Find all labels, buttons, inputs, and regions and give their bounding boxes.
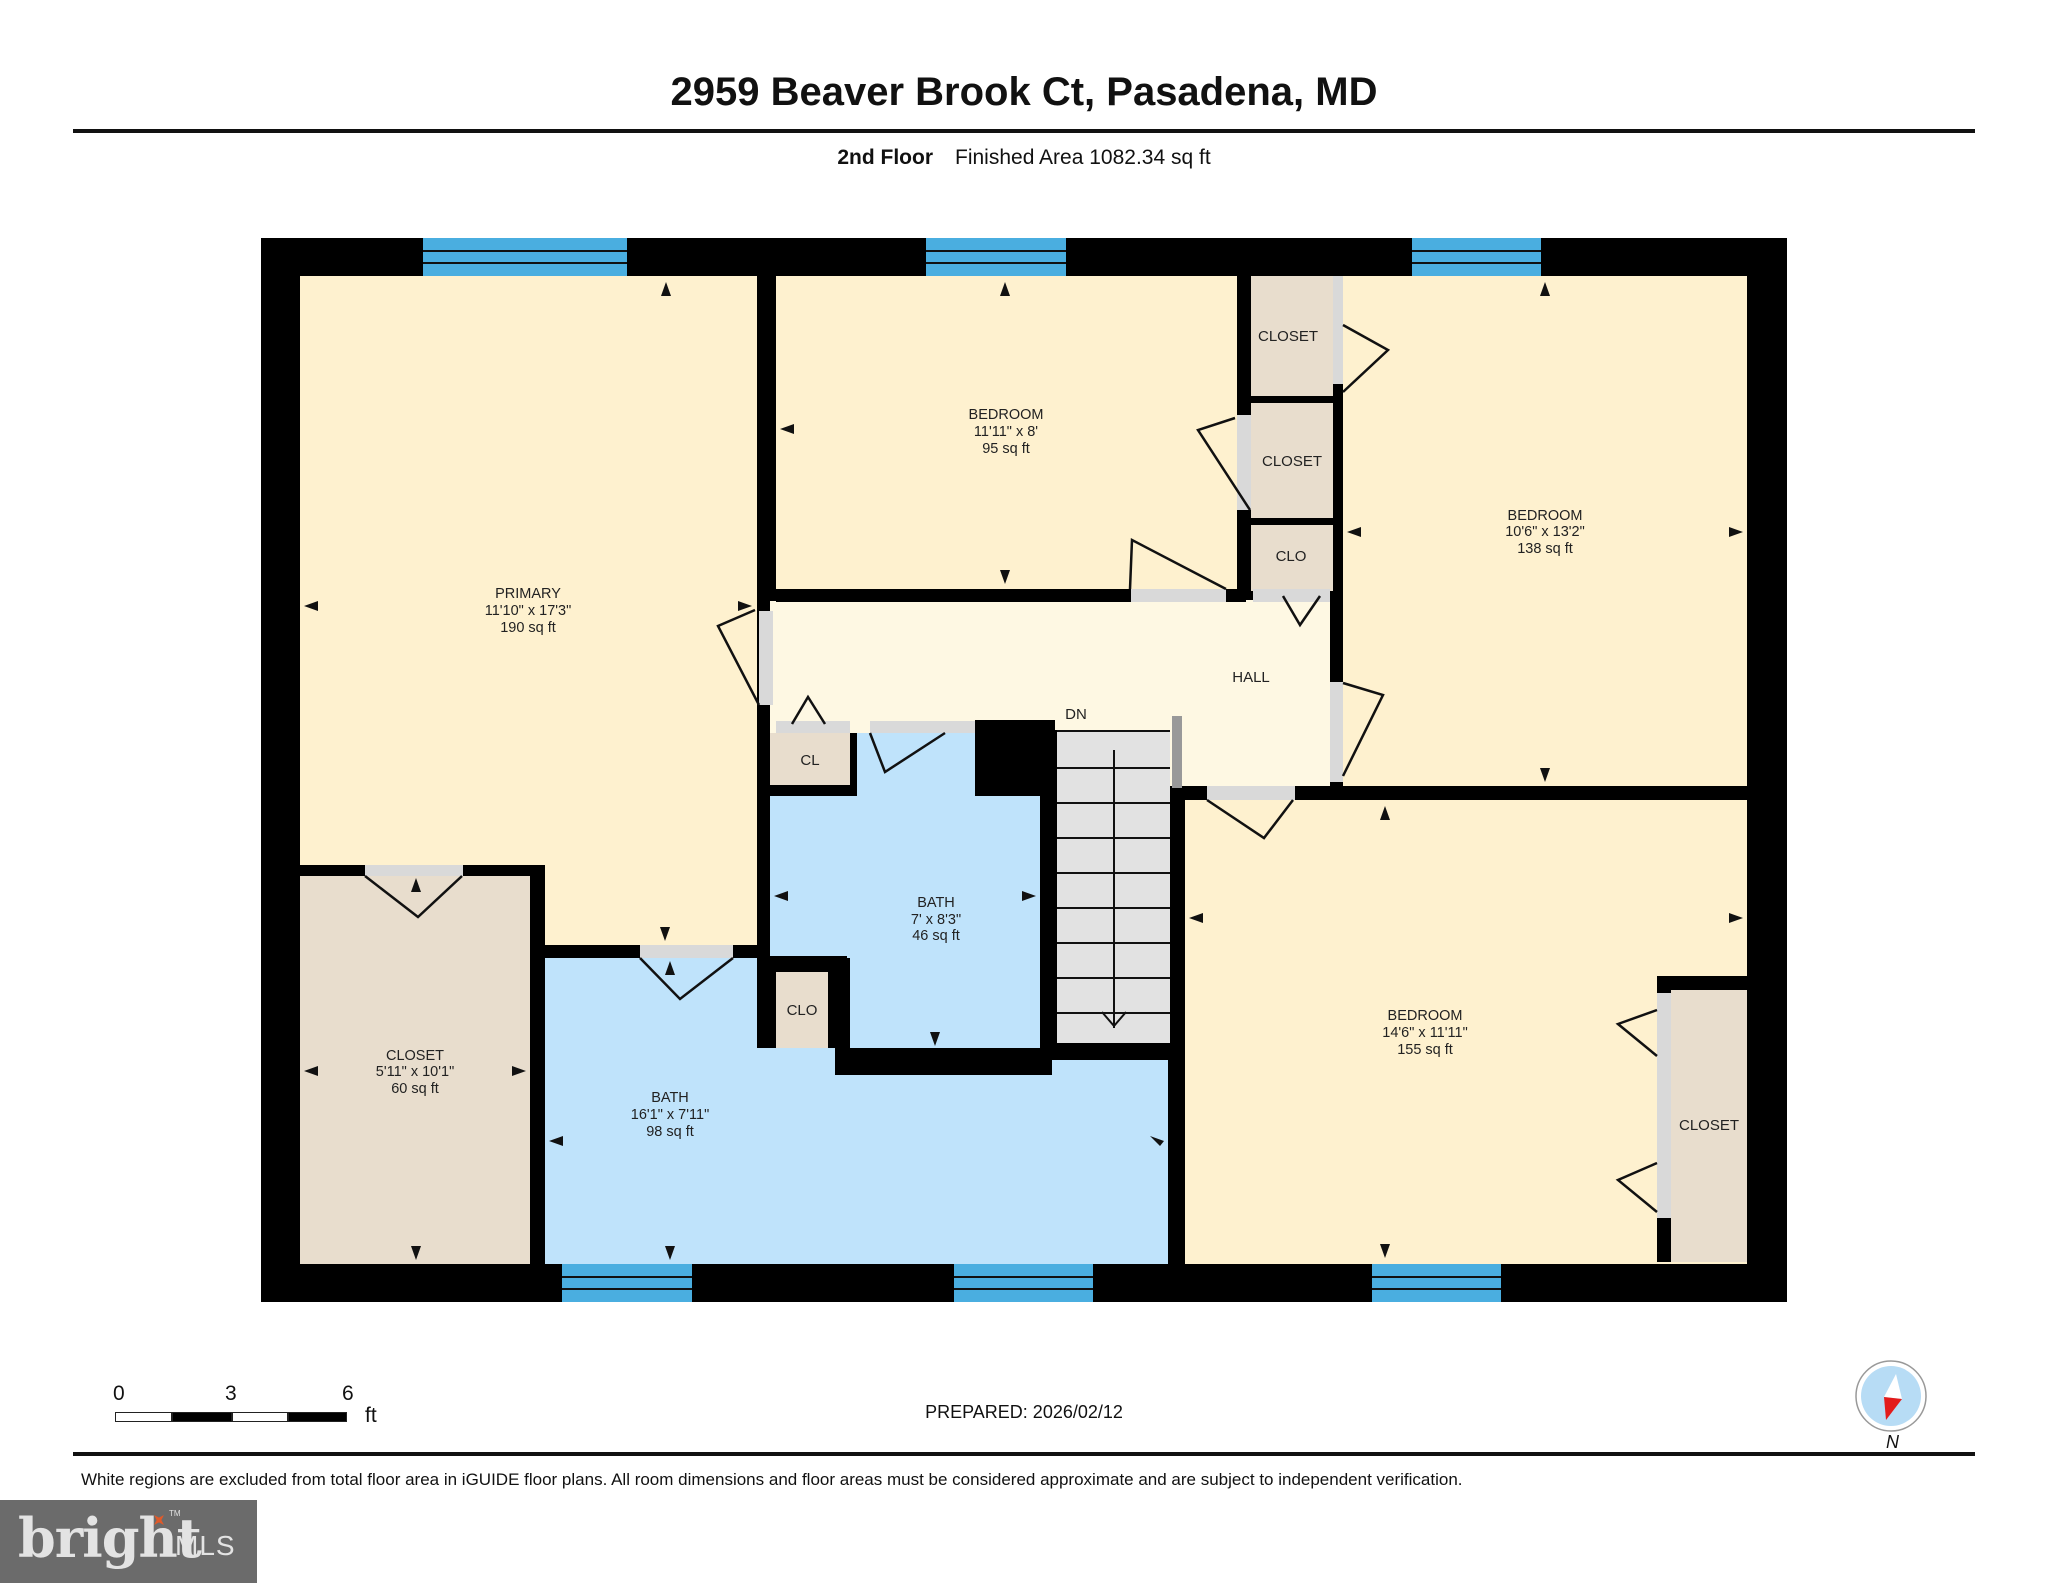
logo-suffix: MLS bbox=[175, 1530, 236, 1561]
svg-text:CLOSET: CLOSET bbox=[386, 1048, 444, 1064]
svg-text:138 sq ft: 138 sq ft bbox=[1517, 541, 1573, 557]
room-clo-top bbox=[1251, 525, 1333, 591]
prepared-date: PREPARED: 2026/02/12 bbox=[925, 1402, 1123, 1422]
svg-text:BATH: BATH bbox=[917, 895, 955, 911]
logo-tm: TM bbox=[169, 1509, 181, 1518]
svg-text:11'10" x 17'3": 11'10" x 17'3" bbox=[485, 603, 572, 619]
stair-treads bbox=[1057, 730, 1170, 1028]
room-closet-left bbox=[300, 876, 530, 1264]
room-bedroom-bottom bbox=[1185, 800, 1747, 1264]
svg-text:190 sq ft: 190 sq ft bbox=[500, 620, 556, 636]
svg-text:16'1" x 7'11": 16'1" x 7'11" bbox=[631, 1107, 709, 1123]
door-openings bbox=[365, 276, 1671, 1218]
compass-north-label: N bbox=[1886, 1432, 1900, 1450]
svg-text:PRIMARY: PRIMARY bbox=[495, 586, 561, 602]
bright-mls-logo: bright TM MLS bbox=[0, 1500, 257, 1583]
scale-tick-3: 3 bbox=[225, 1382, 237, 1405]
stairs-down-label: DN bbox=[1065, 706, 1087, 723]
finished-area: Finished Area 1082.34 sq ft bbox=[955, 146, 1211, 169]
room-bath-large-label: BATH 16'1" x 7'11" 98 sq ft bbox=[631, 1090, 709, 1140]
clo-top-label: CLO bbox=[1276, 548, 1307, 565]
floor-subtitle: 2nd Floor Finished Area 1082.34 sq ft bbox=[0, 146, 2048, 170]
svg-text:155 sq ft: 155 sq ft bbox=[1397, 1042, 1453, 1058]
floor-name: 2nd Floor bbox=[837, 146, 933, 169]
svg-text:5'11" x 10'1": 5'11" x 10'1" bbox=[376, 1064, 454, 1080]
compass: N bbox=[1853, 1360, 1929, 1452]
svg-text:60 sq ft: 60 sq ft bbox=[391, 1081, 439, 1097]
svg-text:BEDROOM: BEDROOM bbox=[1388, 1008, 1463, 1024]
svg-text:10'6" x 13'2": 10'6" x 13'2" bbox=[1505, 524, 1585, 540]
dimension-markers bbox=[304, 282, 1743, 1260]
room-bedroom-top-label: BEDROOM 11'11" x 8' 95 sq ft bbox=[969, 407, 1044, 457]
room-closet-top-2 bbox=[1251, 403, 1333, 518]
svg-text:95 sq ft: 95 sq ft bbox=[982, 441, 1030, 457]
cl-hall-label: CL bbox=[800, 752, 819, 769]
room-bedroom-bottom-label: BEDROOM 14'6" x 11'11" 155 sq ft bbox=[1382, 1008, 1467, 1058]
room-bath-small-label: BATH 7' x 8'3" 46 sq ft bbox=[911, 895, 961, 944]
svg-text:7' x 8'3": 7' x 8'3" bbox=[911, 912, 961, 928]
room-bath-large bbox=[545, 958, 1168, 1264]
room-primary-label: PRIMARY 11'10" x 17'3" 190 sq ft bbox=[485, 586, 572, 636]
scale-unit: ft bbox=[365, 1404, 377, 1427]
svg-text:14'6" x 11'11": 14'6" x 11'11" bbox=[1382, 1025, 1467, 1041]
svg-text:BEDROOM: BEDROOM bbox=[969, 407, 1044, 423]
room-closet-left-label: CLOSET 5'11" x 10'1" 60 sq ft bbox=[376, 1048, 454, 1097]
room-closet-top-1 bbox=[1243, 276, 1333, 396]
closet-top-1-label: CLOSET bbox=[1258, 328, 1318, 345]
svg-text:11'11" x 8': 11'11" x 8' bbox=[974, 424, 1038, 440]
svg-text:BATH: BATH bbox=[651, 1090, 689, 1106]
windows bbox=[423, 238, 1541, 1302]
room-bedroom-top bbox=[776, 276, 1237, 589]
room-closet-br bbox=[1671, 990, 1747, 1262]
logo-brand: bright bbox=[18, 1506, 202, 1570]
page-title: 2959 Beaver Brook Ct, Pasadena, MD bbox=[670, 70, 1378, 114]
room-primary bbox=[300, 276, 757, 945]
compass-icon: N bbox=[1855, 1360, 1927, 1452]
room-cl-hall bbox=[770, 733, 850, 785]
stair-rail bbox=[1172, 716, 1182, 788]
closet-br-label: CLOSET bbox=[1679, 1117, 1739, 1134]
room-clo-bath bbox=[776, 972, 828, 1048]
disclaimer: White regions are excluded from total fl… bbox=[81, 1470, 1463, 1489]
title-divider bbox=[73, 129, 1975, 133]
footer-divider bbox=[73, 1452, 1975, 1456]
clo-bath-label: CLO bbox=[787, 1002, 818, 1019]
hall-label: HALL bbox=[1232, 669, 1270, 686]
scale-tick-6: 6 bbox=[342, 1382, 354, 1405]
svg-text:98 sq ft: 98 sq ft bbox=[646, 1124, 694, 1140]
svg-text:46 sq ft: 46 sq ft bbox=[912, 928, 960, 944]
room-bedroom-right bbox=[1343, 276, 1747, 787]
svg-text:BEDROOM: BEDROOM bbox=[1508, 508, 1583, 524]
room-bath-small bbox=[770, 733, 1040, 1050]
door-swings bbox=[364, 323, 1658, 1213]
room-bedroom-right-label: BEDROOM 10'6" x 13'2" 138 sq ft bbox=[1505, 508, 1585, 557]
scale-bar: 0 3 6 ft bbox=[113, 1382, 377, 1432]
closet-top-2-label: CLOSET bbox=[1262, 453, 1322, 470]
scale-tick-0: 0 bbox=[113, 1382, 125, 1405]
